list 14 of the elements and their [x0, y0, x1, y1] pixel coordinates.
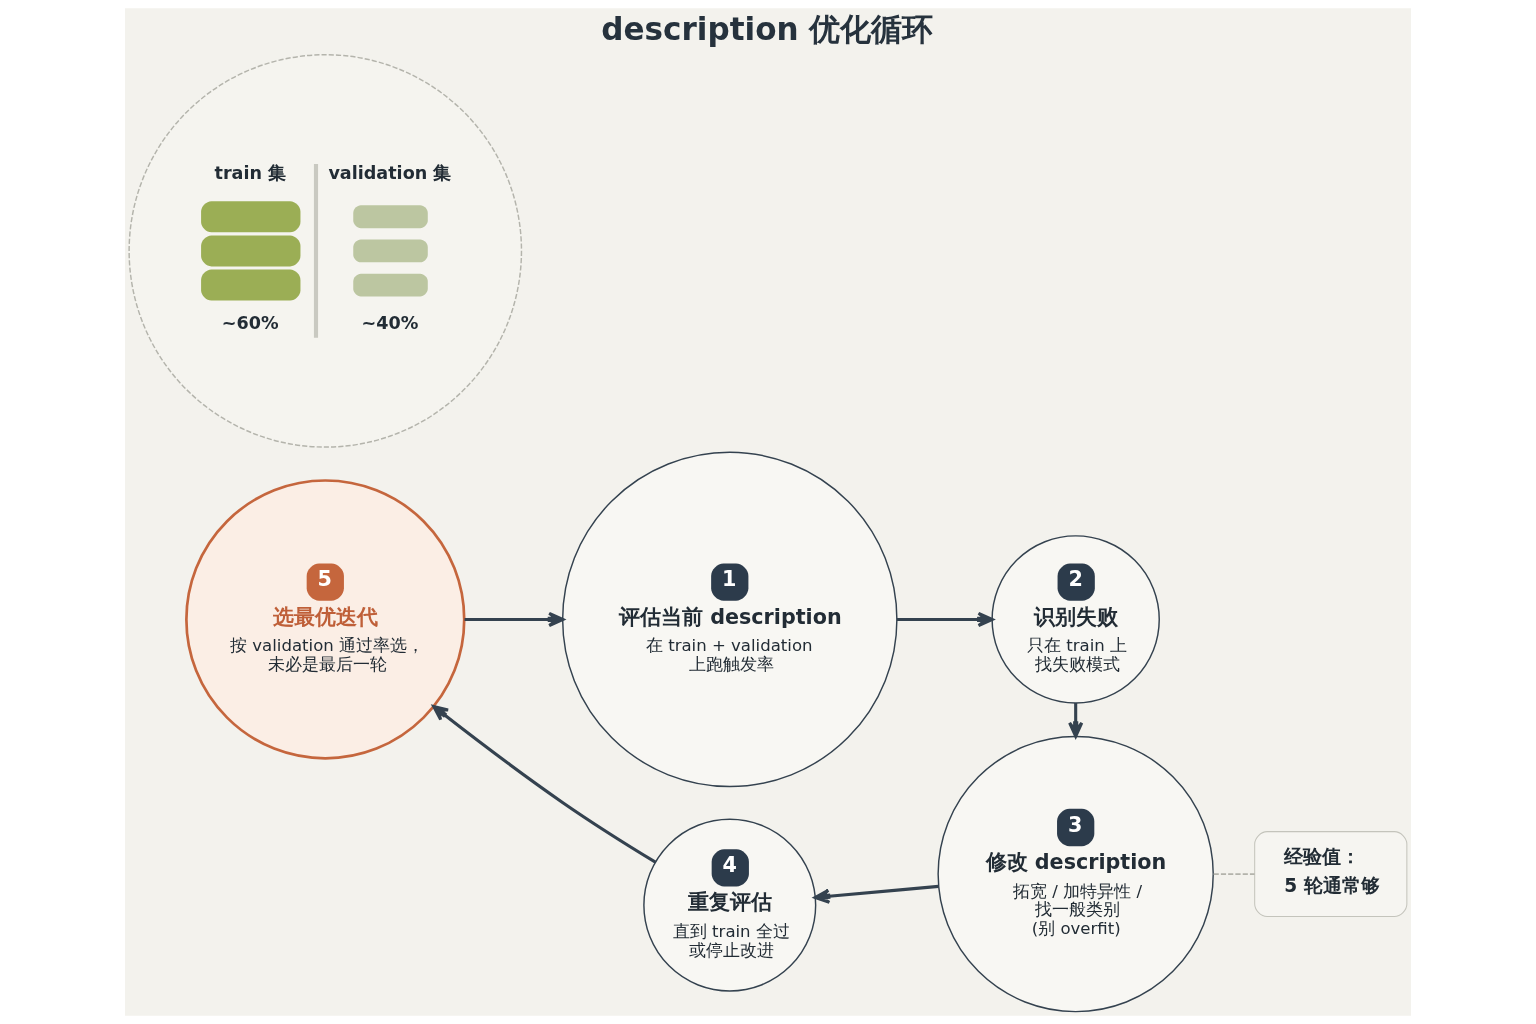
node-circle: 2 识别失败 只在 train 上找失败模式	[991, 535, 1160, 704]
arrow	[813, 884, 939, 904]
connector	[1212, 873, 1256, 875]
node-circle: 1 评估当前 description 在 train + validation 上跑触发率	[561, 451, 898, 788]
node-circle: 3 修改 description 拓宽 / 加特异性 / 找一般类别(别 overfit)	[937, 735, 1214, 1013]
node-circle: 5 选最优迭代 按 validation 通过率选，未必是最后一轮	[185, 479, 466, 760]
arrow	[896, 611, 994, 628]
arrow	[432, 704, 657, 864]
diagram-title: description 优化循环	[601, 11, 934, 48]
arrow	[464, 611, 565, 628]
node-circle: train 集 validation 集 ~60% ~40%	[128, 54, 523, 448]
arrow	[1068, 703, 1084, 738]
node-circle: 4 重复评估 直到 train 全过或停止改进	[643, 818, 817, 992]
node-box: 经验值： 5 轮通常够	[1254, 831, 1408, 918]
